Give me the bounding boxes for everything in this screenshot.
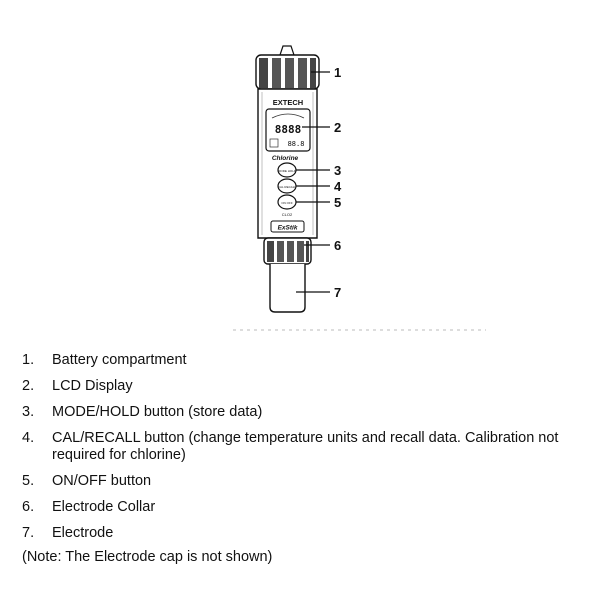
small-body-label: CLO2 [282, 212, 293, 217]
legend-item: 4. CAL/RECALL button (change temperature… [22, 430, 592, 464]
leader-lines [296, 71, 330, 293]
legend-number: 2. [22, 378, 35, 394]
legend-text: ON/OFF button [52, 473, 152, 489]
callout-7: 7 [334, 285, 342, 300]
legend-item: 6. Electrode Collar [22, 499, 592, 516]
legend-text: MODE/HOLD button (store data) [52, 404, 263, 420]
meter-diagram: EXTECH 8888 88.8 Chlorine MODE HOLD CAL … [233, 45, 486, 331]
model-label: Chlorine [272, 155, 299, 162]
callout-6: 6 [334, 238, 342, 253]
legend-number: 7. [22, 525, 35, 541]
lcd-display: 8888 88.8 [265, 108, 311, 152]
legend-text: Electrode [52, 525, 114, 541]
legend-item: 5. ON/OFF button [22, 473, 592, 490]
legend-number: 6. [22, 499, 35, 515]
battery-compartment [255, 54, 320, 90]
lcd-sub-readout: 88.8 [288, 140, 305, 148]
legend: 1. Battery compartment 2. LCD Display 3.… [22, 352, 592, 566]
on-off-button[interactable]: ON OFF [277, 194, 297, 210]
legend-text: Electrode Collar [52, 499, 156, 515]
legend-number: 3. [22, 404, 35, 420]
callout-5: 5 [334, 195, 342, 210]
legend-number: 1. [22, 352, 35, 368]
legend-number: 5. [22, 473, 35, 489]
cal-recall-button-label: CAL RECALL [278, 185, 297, 189]
callout-1: 1 [334, 65, 342, 80]
legend-number: 4. [22, 430, 35, 446]
callout-2: 2 [334, 120, 342, 135]
legend-text: CAL/RECALL button (change temperature un… [52, 430, 559, 463]
lcd-main-readout: 8888 [275, 123, 302, 136]
legend-item: 7. Electrode [22, 525, 592, 542]
note-text: (Note: The Electrode cap is not shown) [22, 549, 273, 565]
electrode [269, 264, 306, 313]
mode-hold-button-label: MODE HOLD [278, 169, 297, 173]
electrode-collar [263, 237, 312, 265]
series-label: ExStik [278, 225, 298, 232]
on-off-button-label: ON OFF [281, 201, 292, 205]
legend-item: 3. MODE/HOLD button (store data) [22, 404, 592, 421]
legend-text: Battery compartment [52, 352, 187, 368]
battery-cap-nub [279, 45, 295, 56]
brand-label: EXTECH [273, 98, 303, 107]
callout-4: 4 [334, 179, 342, 194]
callout-3: 3 [334, 163, 342, 178]
series-badge: ExStik [270, 220, 305, 233]
cal-recall-button[interactable]: CAL RECALL [277, 178, 297, 194]
mode-hold-button[interactable]: MODE HOLD [277, 162, 297, 178]
legend-text: LCD Display [52, 378, 133, 394]
legend-item: 2. LCD Display [22, 378, 592, 395]
legend-item: 1. Battery compartment [22, 352, 592, 369]
